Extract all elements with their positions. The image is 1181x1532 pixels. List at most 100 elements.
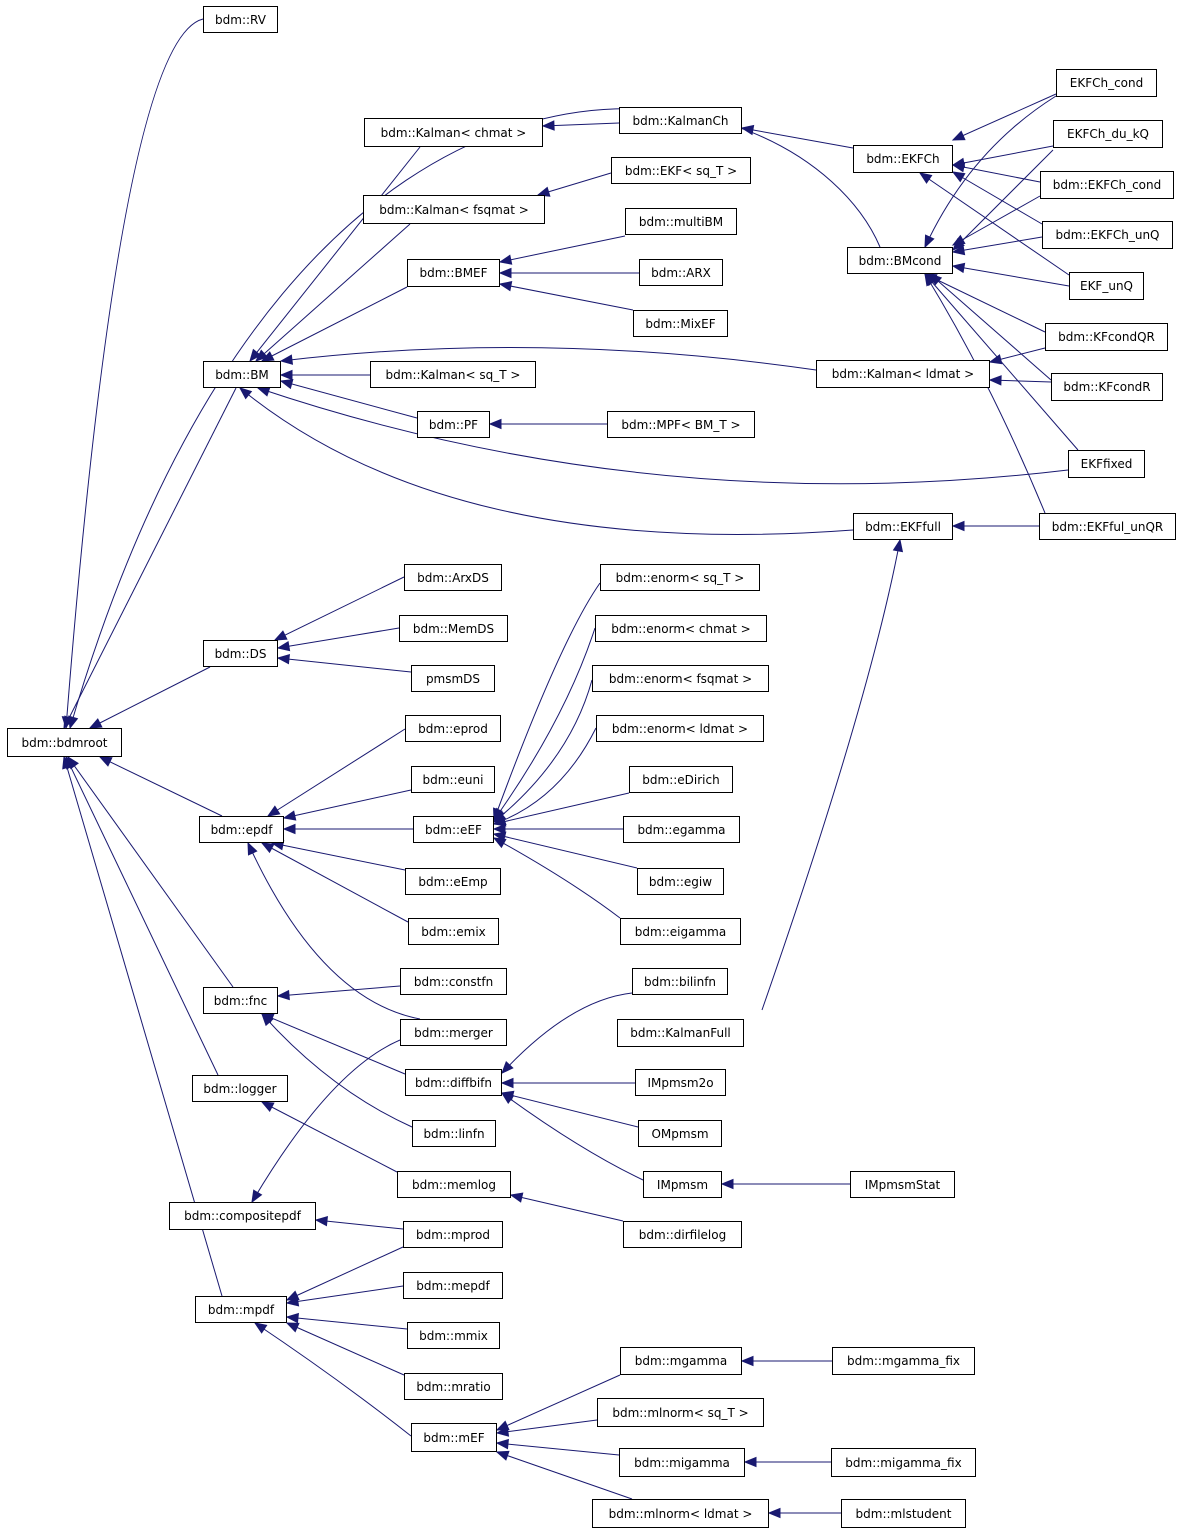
class-node-bdmEKFCh_unQ[interactable]: bdm::EKFCh_unQ bbox=[1042, 221, 1173, 249]
arrowhead bbox=[62, 755, 73, 770]
edge-enorm_sqT-to-eEF bbox=[493, 582, 601, 822]
class-node-KalmanFull[interactable]: bdm::KalmanFull bbox=[617, 1019, 744, 1047]
class-node-multiBM[interactable]: bdm::multiBM bbox=[625, 208, 737, 235]
class-node-IMpmsmStat[interactable]: IMpmsmStat bbox=[850, 1171, 955, 1198]
arrowhead bbox=[509, 1192, 524, 1203]
class-node-fnc[interactable]: bdm::fnc bbox=[203, 987, 278, 1014]
edge-EKF_unQ-to-BMcond bbox=[951, 262, 1070, 287]
arrowhead bbox=[498, 254, 513, 265]
class-node-BMcond[interactable]: bdm::BMcond bbox=[847, 247, 953, 274]
class-node-eEmp[interactable]: bdm::eEmp bbox=[405, 868, 501, 895]
edge-merger-to-epdf bbox=[247, 841, 421, 1020]
edge-KFcondR-to-Kalman_ldmat bbox=[988, 375, 1052, 386]
class-node-eEF[interactable]: bdm::eEF bbox=[413, 816, 494, 843]
arrowhead bbox=[260, 351, 275, 362]
class-node-mepdf[interactable]: bdm::mepdf bbox=[403, 1272, 503, 1299]
class-node-pmsmDS[interactable]: pmsmDS bbox=[411, 665, 495, 692]
class-node-bilinfn[interactable]: bdm::bilinfn bbox=[632, 968, 728, 995]
class-node-migamma_fix[interactable]: bdm::migamma_fix bbox=[831, 1448, 976, 1477]
class-node-egamma[interactable]: bdm::egamma bbox=[623, 816, 740, 843]
class-node-ArxDS[interactable]: bdm::ArxDS bbox=[404, 564, 502, 591]
class-node-PF[interactable]: bdm::PF bbox=[417, 411, 490, 438]
class-node-eprod[interactable]: bdm::eprod bbox=[405, 715, 501, 742]
class-node-mlnorm_ldmat[interactable]: bdm::mlnorm< ldmat > bbox=[592, 1499, 769, 1528]
class-node-eDirich[interactable]: bdm::eDirich bbox=[629, 766, 733, 793]
class-node-mprod[interactable]: bdm::mprod bbox=[403, 1221, 503, 1248]
class-node-BMEF[interactable]: bdm::BMEF bbox=[407, 259, 500, 287]
class-node-mEF[interactable]: bdm::mEF bbox=[411, 1423, 497, 1452]
class-node-EKFfixed[interactable]: EKFfixed bbox=[1068, 450, 1145, 478]
class-node-mpdf[interactable]: bdm::mpdf bbox=[195, 1296, 287, 1323]
class-node-EKF_unQ[interactable]: EKF_unQ bbox=[1069, 272, 1144, 300]
arrowhead bbox=[247, 841, 258, 856]
edge-dirfilelog-to-memlog bbox=[509, 1192, 624, 1222]
edge-MemDS-to-DS bbox=[276, 627, 400, 652]
arrowhead bbox=[767, 1507, 781, 1519]
class-node-EKFCh_cond[interactable]: EKFCh_cond bbox=[1056, 69, 1157, 97]
class-node-MixEF[interactable]: bdm::MixEF bbox=[633, 310, 728, 337]
class-node-mlnorm_sqT[interactable]: bdm::mlnorm< sq_T > bbox=[597, 1398, 764, 1427]
class-node-EKFfull[interactable]: bdm::EKFfull bbox=[853, 513, 953, 540]
class-node-KalmanCh[interactable]: bdm::KalmanCh bbox=[619, 107, 742, 134]
class-node-MPF[interactable]: bdm::MPF< BM_T > bbox=[607, 411, 755, 438]
class-node-diffbifn[interactable]: bdm::diffbifn bbox=[405, 1069, 502, 1096]
class-node-enorm_ldmat[interactable]: bdm::enorm< ldmat > bbox=[596, 715, 764, 742]
arrowhead bbox=[279, 354, 294, 365]
edge-linfn-to-fnc bbox=[261, 1013, 413, 1128]
class-node-emix[interactable]: bdm::emix bbox=[408, 918, 499, 945]
class-node-migamma[interactable]: bdm::migamma bbox=[619, 1448, 745, 1477]
class-node-logger[interactable]: bdm::logger bbox=[192, 1075, 288, 1102]
class-node-EKFCh_du_kQ[interactable]: EKFCh_du_kQ bbox=[1053, 120, 1163, 148]
class-node-mlstudent[interactable]: bdm::mlstudent bbox=[841, 1499, 966, 1528]
class-node-enorm_fsqmat[interactable]: bdm::enorm< fsqmat > bbox=[592, 665, 769, 692]
class-node-merger[interactable]: bdm::merger bbox=[400, 1019, 507, 1046]
class-node-epdf[interactable]: bdm::epdf bbox=[199, 816, 284, 843]
edge-migamma_fix-to-migamma bbox=[743, 1456, 831, 1468]
class-node-EKF_sqT[interactable]: bdm::EKF< sq_T > bbox=[611, 157, 751, 184]
class-node-enorm_chmat[interactable]: bdm::enorm< chmat > bbox=[595, 615, 767, 642]
class-node-KFcondQR[interactable]: bdm::KFcondQR bbox=[1045, 323, 1168, 351]
arrowhead bbox=[276, 640, 291, 652]
class-node-dirfilelog[interactable]: bdm::dirfilelog bbox=[623, 1221, 742, 1248]
class-node-RV[interactable]: bdm::RV bbox=[203, 6, 278, 33]
class-node-MemDS[interactable]: bdm::MemDS bbox=[399, 615, 508, 642]
class-node-EKFCh[interactable]: bdm::EKFCh bbox=[853, 145, 953, 173]
class-node-Kalman_ldmat[interactable]: bdm::Kalman< ldmat > bbox=[816, 360, 990, 388]
class-node-BM[interactable]: bdm::BM bbox=[203, 361, 281, 388]
class-node-OMpmsm[interactable]: OMpmsm bbox=[638, 1120, 722, 1147]
arrowhead bbox=[495, 1438, 509, 1450]
class-node-mgamma[interactable]: bdm::mgamma bbox=[620, 1347, 742, 1375]
edge-mratio-to-mpdf bbox=[285, 1322, 405, 1376]
class-node-Kalman_sqT[interactable]: bdm::Kalman< sq_T > bbox=[370, 361, 536, 388]
class-node-enorm_sqT[interactable]: bdm::enorm< sq_T > bbox=[600, 564, 760, 591]
class-node-EKFful_unQR[interactable]: bdm::EKFful_unQR bbox=[1039, 513, 1176, 540]
class-node-compositepdf[interactable]: bdm::compositepdf bbox=[169, 1202, 316, 1230]
class-node-IMpmsm[interactable]: IMpmsm bbox=[643, 1171, 722, 1198]
class-node-mmix[interactable]: bdm::mmix bbox=[407, 1322, 500, 1349]
class-node-linfn[interactable]: bdm::linfn bbox=[412, 1120, 496, 1147]
class-node-constfn[interactable]: bdm::constfn bbox=[400, 968, 507, 995]
class-node-ARX[interactable]: bdm::ARX bbox=[639, 259, 723, 286]
class-node-Kalman_chmat[interactable]: bdm::Kalman< chmat > bbox=[364, 118, 543, 147]
edge-EKFful_unQR-to-EKFfull bbox=[951, 520, 1039, 532]
edge-MPF-to-PF bbox=[488, 418, 607, 430]
arrowhead bbox=[501, 1061, 514, 1074]
class-node-bdmEKFCh_cond[interactable]: bdm::EKFCh_cond bbox=[1040, 171, 1174, 199]
arrowhead bbox=[500, 1092, 515, 1105]
class-node-memlog[interactable]: bdm::memlog bbox=[397, 1171, 511, 1198]
class-node-mratio[interactable]: bdm::mratio bbox=[404, 1373, 503, 1400]
edge-migamma-to-mEF bbox=[495, 1438, 620, 1456]
class-node-euni[interactable]: bdm::euni bbox=[411, 766, 495, 793]
class-node-egiw[interactable]: bdm::egiw bbox=[637, 868, 724, 895]
class-node-KFcondR[interactable]: bdm::KFcondR bbox=[1051, 373, 1163, 401]
class-node-DS[interactable]: bdm::DS bbox=[203, 640, 278, 667]
class-node-eigamma[interactable]: bdm::eigamma bbox=[620, 918, 741, 945]
class-node-bdmroot[interactable]: bdm::bdmroot bbox=[7, 728, 122, 757]
arrowhead bbox=[255, 349, 269, 362]
class-node-Kalman_fsqmat[interactable]: bdm::Kalman< fsqmat > bbox=[363, 195, 545, 224]
class-node-mgamma_fix[interactable]: bdm::mgamma_fix bbox=[832, 1347, 975, 1375]
edge-mlnorm_ldmat-to-mEF bbox=[495, 1450, 633, 1500]
edge-Kalman_chmat-to-BM bbox=[249, 146, 421, 363]
class-node-IMpmsm2o[interactable]: IMpmsm2o bbox=[635, 1069, 726, 1096]
